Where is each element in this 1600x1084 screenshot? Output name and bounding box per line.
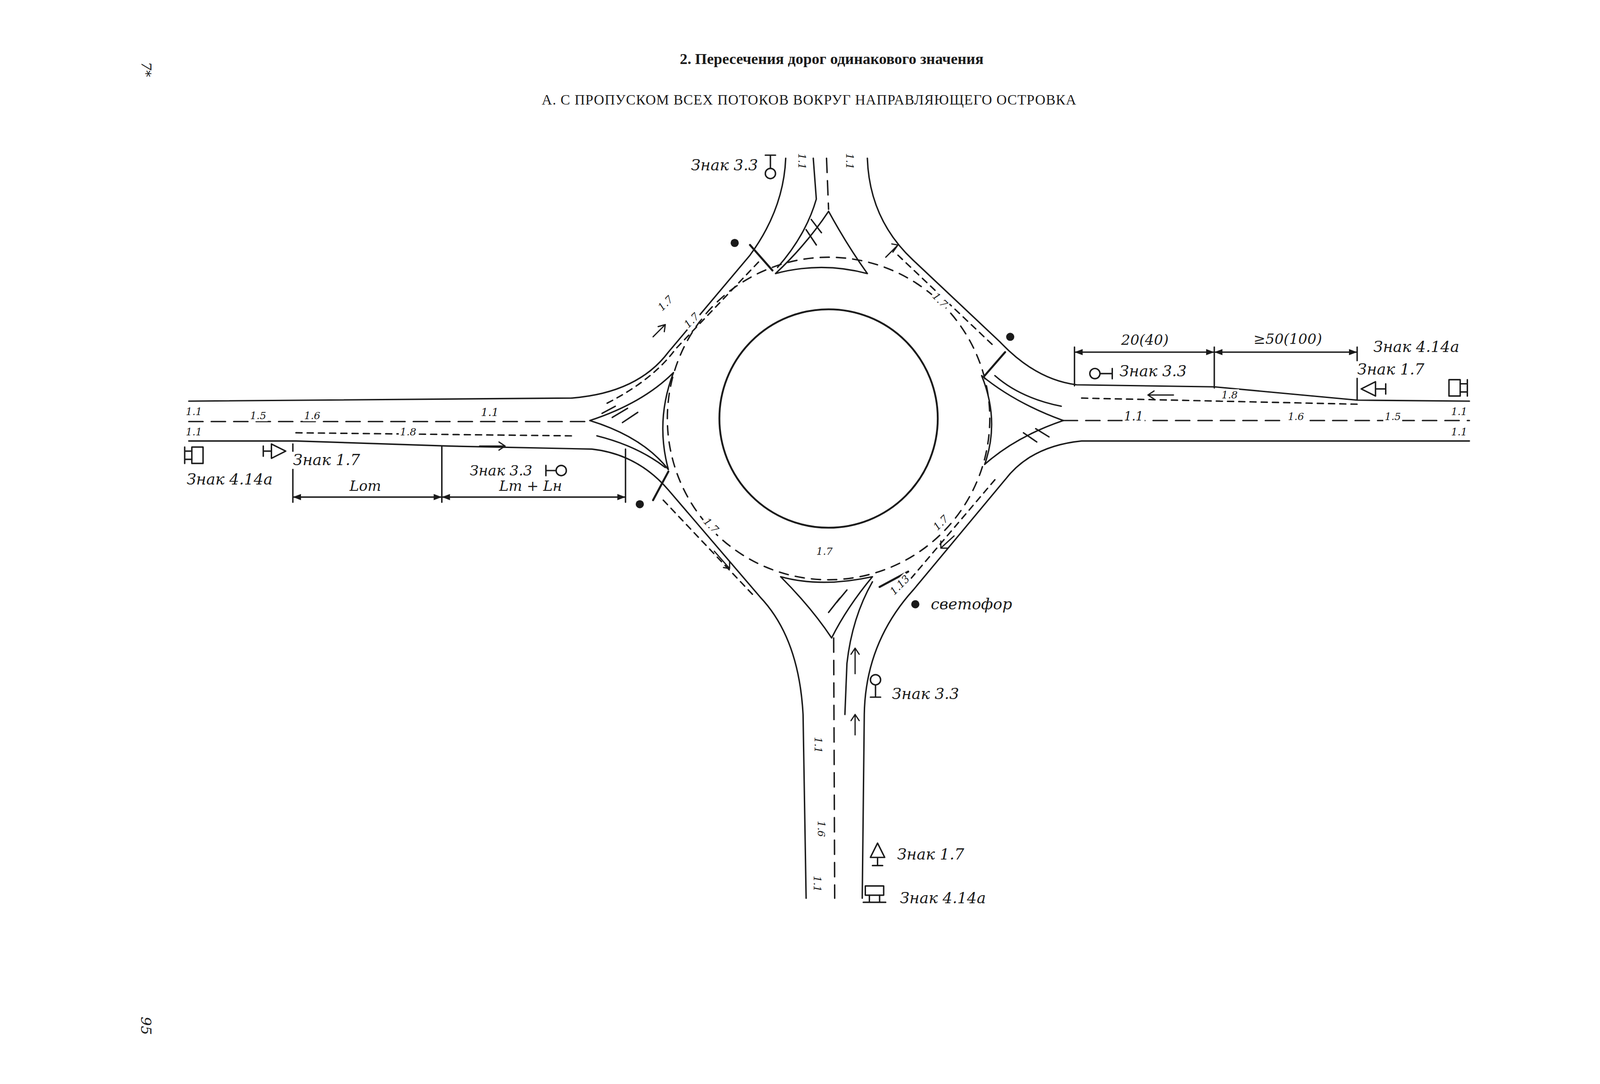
plan-label: Знак 4.14а — [1372, 338, 1461, 356]
plan-label: Знак 3.3 — [689, 156, 760, 174]
plan-label: Знак 3.3 — [890, 685, 961, 702]
plan-label: 20(40) — [1119, 332, 1170, 348]
plan-label: Знак 4.14а — [898, 889, 988, 907]
plan-label: 1.5 — [248, 409, 268, 421]
plan-label: 1.1 — [1122, 409, 1145, 424]
plan-label: светофор — [929, 595, 1014, 613]
plan-label: 1.8 — [398, 426, 418, 438]
plan-label: 1.1 — [184, 405, 204, 417]
plan-label: Lот — [348, 478, 383, 494]
plan-label: 1.7 — [681, 309, 703, 331]
plan-label: 1.5 — [1383, 410, 1403, 423]
page-title: 2. Пересечения дорог одинакового значени… — [678, 50, 985, 68]
plan-label: 1.7 — [700, 515, 722, 537]
plan-label: 1.6 — [815, 819, 828, 839]
plan-label: Знак 1.7 — [1355, 360, 1426, 378]
plan-label: 1.1 — [796, 151, 808, 171]
plan-label: Lт + Lн — [497, 478, 564, 494]
plan-label: Знак 1.7 — [291, 451, 362, 469]
plan-label: Знак 1.7 — [895, 845, 966, 863]
plan-label: 7* — [138, 60, 154, 78]
plan-label: 1.8 — [1220, 389, 1240, 401]
plan-label: 1.1 — [844, 151, 856, 171]
plan-label: 1.6 — [1286, 410, 1306, 423]
plan-label: 1.7 — [815, 545, 835, 557]
plan-label: Знак 4.14а — [185, 471, 274, 488]
plan-label: 95 — [137, 1015, 154, 1036]
plan-label: 1.1 — [184, 426, 204, 438]
plan-label: 1.7 — [929, 511, 952, 534]
plan-label: 1.7 — [654, 292, 676, 314]
plan-label: А. С ПРОПУСКОМ ВСЕХ ПОТОКОВ ВОКРУГ НАПРА… — [540, 92, 1078, 109]
plan-label: 1.1 — [1449, 405, 1469, 417]
plan-label: 1.1 — [479, 405, 501, 419]
plan-label: 1.1 — [812, 735, 825, 755]
plan-label: 1.6 — [302, 409, 322, 421]
plan-label: Знак 3.3 — [1118, 363, 1189, 380]
plan-label: ≥50(100) — [1252, 330, 1324, 347]
plan-label: 1.1 — [1449, 426, 1469, 438]
plan-label: Знак 3.3 — [468, 462, 534, 479]
plan-label: 1.1 — [811, 874, 824, 894]
